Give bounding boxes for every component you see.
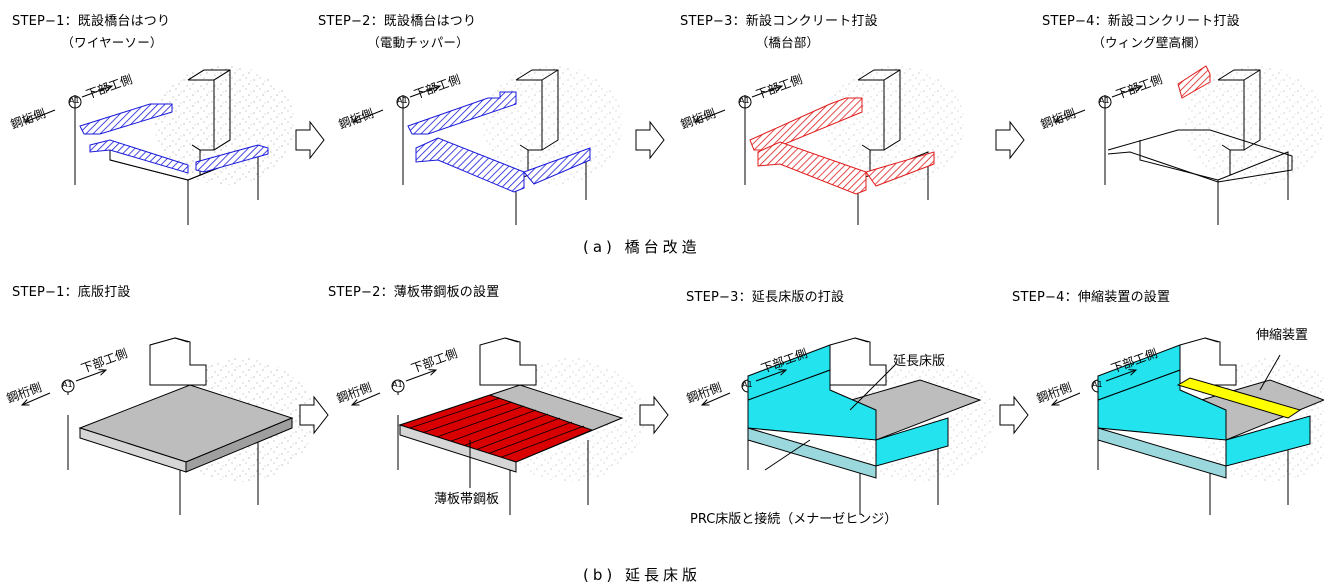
abutment-mark: A1 [1092, 380, 1103, 389]
step-b4-drawing [1052, 337, 1324, 516]
step-a3-title: STEP−3：新設コンクリート打設 [680, 14, 878, 29]
abutment-mark: A1 [69, 96, 80, 105]
step-a2-title: STEP−2：既設橋台はつり [318, 14, 477, 29]
process-arrows [295, 120, 1029, 435]
process-arrow-icon [299, 395, 329, 435]
step-b3-drawing [702, 337, 996, 516]
process-arrow-icon [999, 395, 1029, 435]
step-a1-subtitle: （ワイヤーソー） [61, 35, 163, 50]
step-a1-title: STEP−1：既設橋台はつり [12, 14, 171, 29]
step-b1-title: STEP−1：底版打設 [12, 285, 131, 300]
abutment-mark: A1 [392, 380, 403, 389]
ext-slab-callout: 延長床版 [893, 354, 946, 369]
process-arrow-icon [639, 395, 669, 435]
step-b3-title: STEP−3：延長床版の打設 [686, 290, 845, 305]
step-b1-drawing [22, 337, 316, 516]
step-a2-drawing [353, 64, 624, 226]
expansion-callout: 伸縮装置 [1256, 328, 1309, 343]
step-b2-title: STEP−2：薄板帯鋼板の設置 [328, 285, 500, 300]
step-b4-title: STEP−4：伸縮装置の設置 [1012, 290, 1171, 305]
abutment-mark: A1 [397, 96, 408, 105]
abutment-mark: A1 [1099, 96, 1110, 105]
step-a3-subtitle: （橋台部） [755, 35, 820, 50]
prc-joint-callout: PRC床版と接続（メナーゼヒンジ） [690, 512, 898, 527]
abutment-mark: A1 [62, 380, 73, 389]
caption-a: (a) 橋台改造 [583, 238, 701, 256]
process-arrow-icon [635, 120, 665, 160]
step-a4-subtitle: （ウィング壁高欄） [1092, 35, 1207, 50]
step-a2-subtitle: （電動チッパー） [367, 35, 469, 50]
thin-steel-callout: 薄板帯鋼板 [434, 492, 500, 507]
process-arrow-icon [295, 120, 325, 160]
step-b2-drawing [352, 337, 646, 516]
step-a4-drawing [1055, 64, 1324, 226]
abutment-mark: A1 [739, 96, 750, 105]
process-arrow-icon [995, 120, 1025, 160]
abutment-mark: A1 [742, 380, 753, 389]
caption-b: (b) 延長床版 [583, 566, 701, 584]
step-a1-drawing [25, 64, 296, 226]
step-a4-title: STEP−4：新設コンクリート打設 [1042, 14, 1240, 29]
step-a3-drawing [695, 64, 966, 226]
